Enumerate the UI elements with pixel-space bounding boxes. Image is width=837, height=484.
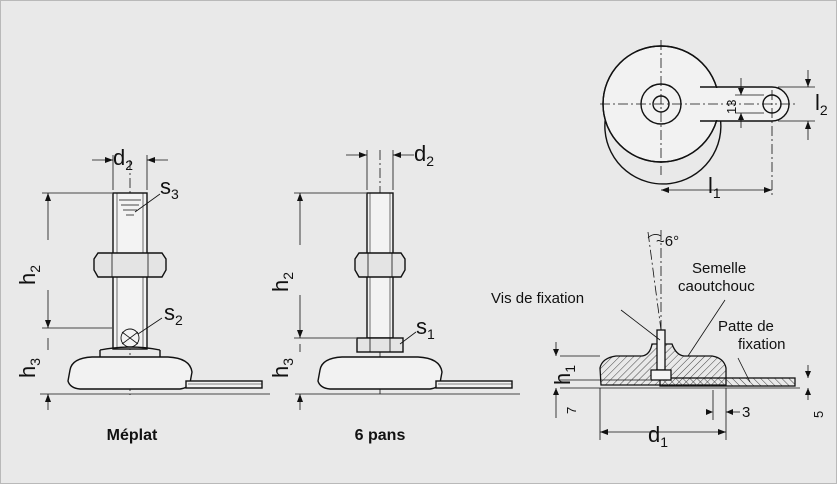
label-h1: h1	[550, 365, 578, 385]
label-d2: d2	[113, 145, 133, 173]
top-view	[600, 40, 815, 195]
dimension-labels-hex: d2 h2 h3 s1 6 pans	[268, 141, 435, 444]
label-s3: s3	[160, 174, 179, 202]
label-h2-hex: h2	[268, 272, 296, 292]
label-rubber-line1: Semelle	[692, 260, 746, 277]
label-h2: h2	[15, 265, 43, 285]
label-d2-hex: d2	[414, 141, 434, 169]
section-labels: ~6° Vis de fixation Semelle caoutchouc P…	[491, 233, 826, 450]
dimension-labels-top: l1 l2 13	[708, 90, 828, 201]
label-l1: l1	[708, 173, 721, 201]
label-screw: Vis de fixation	[491, 290, 584, 307]
section-view	[553, 230, 811, 440]
label-h3: h3	[15, 358, 43, 378]
dimension-labels-flat: d2 h2 h3 s3 s2 Méplat	[15, 145, 183, 444]
label-13: 13	[724, 100, 739, 114]
label-h3-hex: h3	[268, 358, 296, 378]
label-5: 5	[811, 411, 826, 418]
label-3: 3	[742, 404, 750, 421]
caption-flat: Méplat	[107, 427, 158, 444]
caption-hex: 6 pans	[355, 427, 406, 444]
leveling-foot-flat	[40, 155, 270, 410]
label-7: 7	[564, 407, 579, 414]
label-s2: s2	[164, 300, 183, 328]
label-d1: d1	[648, 422, 668, 450]
label-tab-line2: fixation	[738, 336, 786, 353]
label-tab-line1: Patte de	[718, 318, 774, 335]
leveling-foot-hex	[294, 150, 520, 410]
label-rubber-line2: caoutchouc	[678, 278, 755, 295]
label-angle: ~6°	[656, 233, 679, 250]
label-s1: s1	[416, 314, 435, 342]
label-l2: l2	[815, 90, 828, 118]
